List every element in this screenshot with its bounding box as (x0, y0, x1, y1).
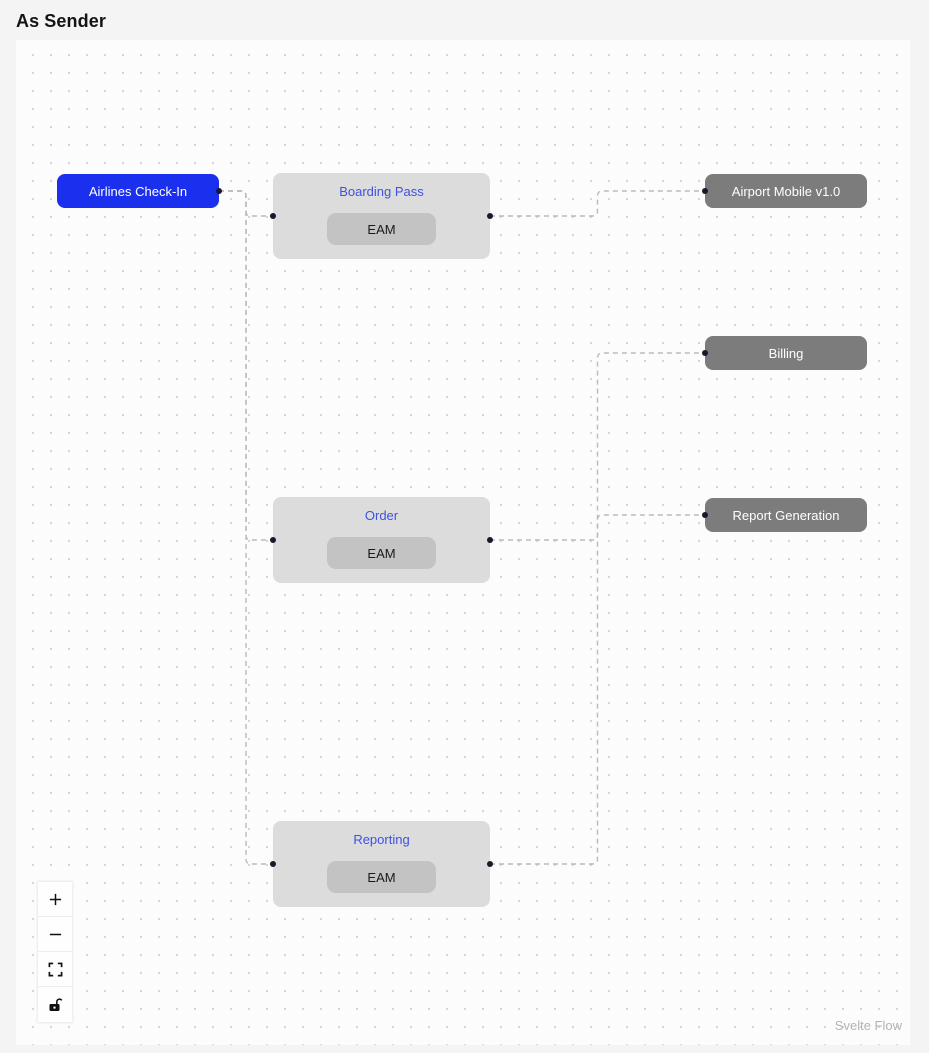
page-title: As Sender (16, 11, 106, 31)
edge-reporting-to-billing[interactable] (490, 352, 705, 865)
minus-icon (48, 927, 63, 942)
toggle-interactivity-button[interactable] (38, 987, 72, 1022)
group-node-label: Reporting (353, 832, 410, 847)
handle-right-boarding-pass[interactable] (487, 213, 493, 219)
flow-controls (38, 882, 72, 1022)
handle-left-airport-mobile-v1-0[interactable] (702, 188, 708, 194)
zoom-in-button[interactable] (38, 882, 72, 917)
group-node-label: Boarding Pass (339, 184, 424, 199)
node-billing[interactable]: Billing (705, 336, 867, 370)
svelte-flow-attribution[interactable]: Svelte Flow (834, 1018, 902, 1033)
handle-left-order[interactable] (270, 537, 276, 543)
subnode-order-eam[interactable]: EAM (327, 537, 436, 569)
handle-right-order[interactable] (487, 537, 493, 543)
zoom-out-button[interactable] (38, 917, 72, 952)
handle-left-billing[interactable] (702, 350, 708, 356)
edge-airlines-check-in-to-reporting[interactable] (219, 190, 273, 865)
plus-icon (48, 892, 63, 907)
node-report-generation[interactable]: Report Generation (705, 498, 867, 532)
edge-boarding-pass-to-airport-mobile-v1-0[interactable] (490, 190, 705, 217)
fit-view-button[interactable] (38, 952, 72, 987)
unlock-icon (47, 997, 63, 1013)
edge-layer (219, 190, 705, 865)
handle-left-report-generation[interactable] (702, 512, 708, 518)
fit-view-icon (48, 962, 63, 977)
handle-right-airlines-check-in[interactable] (216, 188, 222, 194)
handle-right-reporting[interactable] (487, 861, 493, 867)
subnode-boarding-pass-eam[interactable]: EAM (327, 213, 436, 245)
node-airport-mobile-v1-0[interactable]: Airport Mobile v1.0 (705, 174, 867, 208)
handle-left-boarding-pass[interactable] (270, 213, 276, 219)
subnode-reporting-eam[interactable]: EAM (327, 861, 436, 893)
group-node-label: Order (364, 508, 399, 523)
node-airlines-check-in[interactable]: Airlines Check-In (57, 174, 219, 208)
handle-left-reporting[interactable] (270, 861, 276, 867)
